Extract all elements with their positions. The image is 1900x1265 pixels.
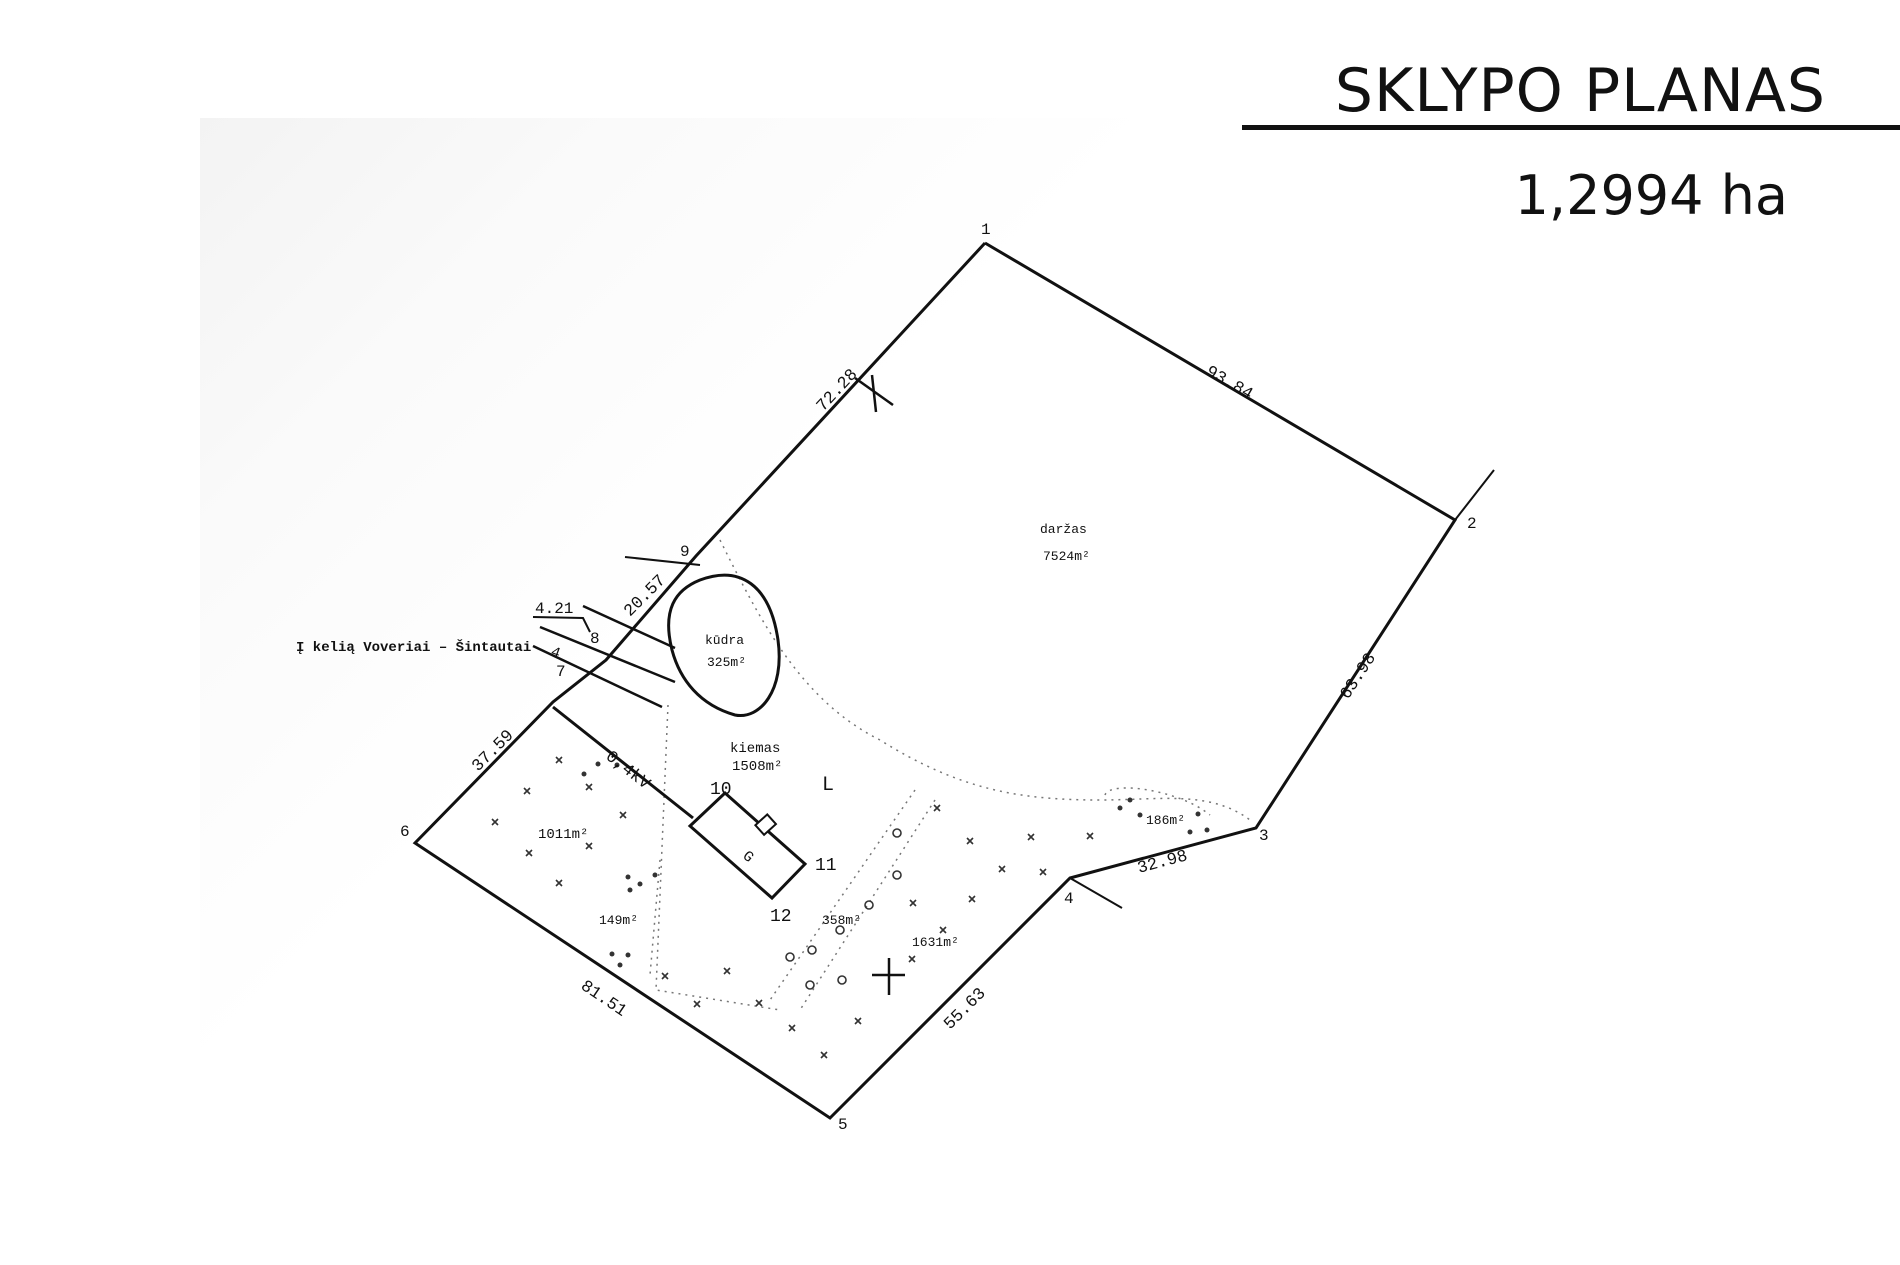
zone-area-kudra: 325m²	[707, 655, 746, 670]
edge-length-2-3: 63.98	[1337, 650, 1381, 703]
point-label-3: 3	[1259, 827, 1269, 845]
edge-length-5-6: 81.51	[577, 977, 630, 1021]
point-label-4: 4	[1064, 890, 1074, 908]
building	[687, 790, 808, 901]
point-label-10: 10	[710, 780, 732, 800]
point-label-5: 5	[838, 1116, 848, 1134]
road-line-3	[532, 644, 663, 709]
zone-name-kiemas: kiemas	[730, 741, 780, 757]
plot-boundary	[412, 241, 1458, 1120]
point-label-11: 11	[815, 856, 837, 876]
point-label-9: 9	[680, 543, 690, 561]
zone-boundary-358	[769, 789, 916, 1001]
edge-length-4-21: 4.21	[535, 600, 573, 618]
survey-cross-lower	[872, 958, 905, 995]
tick-at-9	[624, 556, 701, 566]
zone-area-1011: 1011m²	[538, 827, 588, 843]
zone-area-186: 186m²	[1146, 813, 1185, 828]
boundary-extension-2	[1454, 469, 1495, 521]
point-label-8: 8	[590, 630, 600, 648]
point-label-1: 1	[981, 221, 991, 239]
zone-area-1631: 1631m²	[912, 935, 959, 950]
edge-length-4-5: 55.63	[941, 985, 991, 1035]
point-label-12: 12	[770, 907, 792, 927]
title-underline	[1242, 125, 1900, 130]
edge-length-6-7: 37.59	[469, 727, 519, 777]
boundary-tick-4	[1069, 877, 1123, 909]
survey-cross-upper	[854, 374, 894, 413]
dimension-bracket-4-21	[532, 616, 591, 633]
shrub-marks	[785, 828, 902, 990]
zone-area-kiemas: 1508m²	[732, 759, 782, 775]
zone-name-darzas: daržas	[1040, 522, 1087, 537]
point-label-6: 6	[400, 823, 410, 841]
zone-area-149: 149m²	[599, 913, 638, 928]
scanned-plan-background	[200, 118, 1500, 1218]
road-label: Į kelią Voveriai – Šintautai	[296, 638, 531, 656]
zone-boundary-149	[649, 859, 661, 976]
road-line-2	[582, 604, 676, 650]
misc-label-l: L	[822, 774, 834, 797]
road-line-1	[539, 625, 676, 684]
dot-marks	[581, 761, 1210, 968]
zone-name-kudra: kūdra	[705, 633, 744, 648]
zone-boundary-186	[1104, 787, 1211, 816]
page-title: SKLYPO PLANAS	[1334, 56, 1826, 126]
edge-length-9-1: 72.28	[813, 366, 862, 416]
zone-boundary-darzas	[719, 539, 1251, 821]
edge-length-1-2: 93.84	[1202, 363, 1256, 405]
power-line	[552, 705, 694, 820]
zone-area-358: 358m²	[822, 913, 861, 928]
zone-area-darzas: 7524m²	[1043, 549, 1090, 564]
tree-marks	[491, 756, 1094, 1059]
plot-area-label: 1,2994 ha	[1514, 164, 1788, 227]
power-line-label: 0,4kV	[601, 748, 654, 795]
pond-outline	[667, 573, 781, 718]
point-label-7: 7	[556, 663, 566, 681]
point-label-2: 2	[1467, 515, 1477, 533]
